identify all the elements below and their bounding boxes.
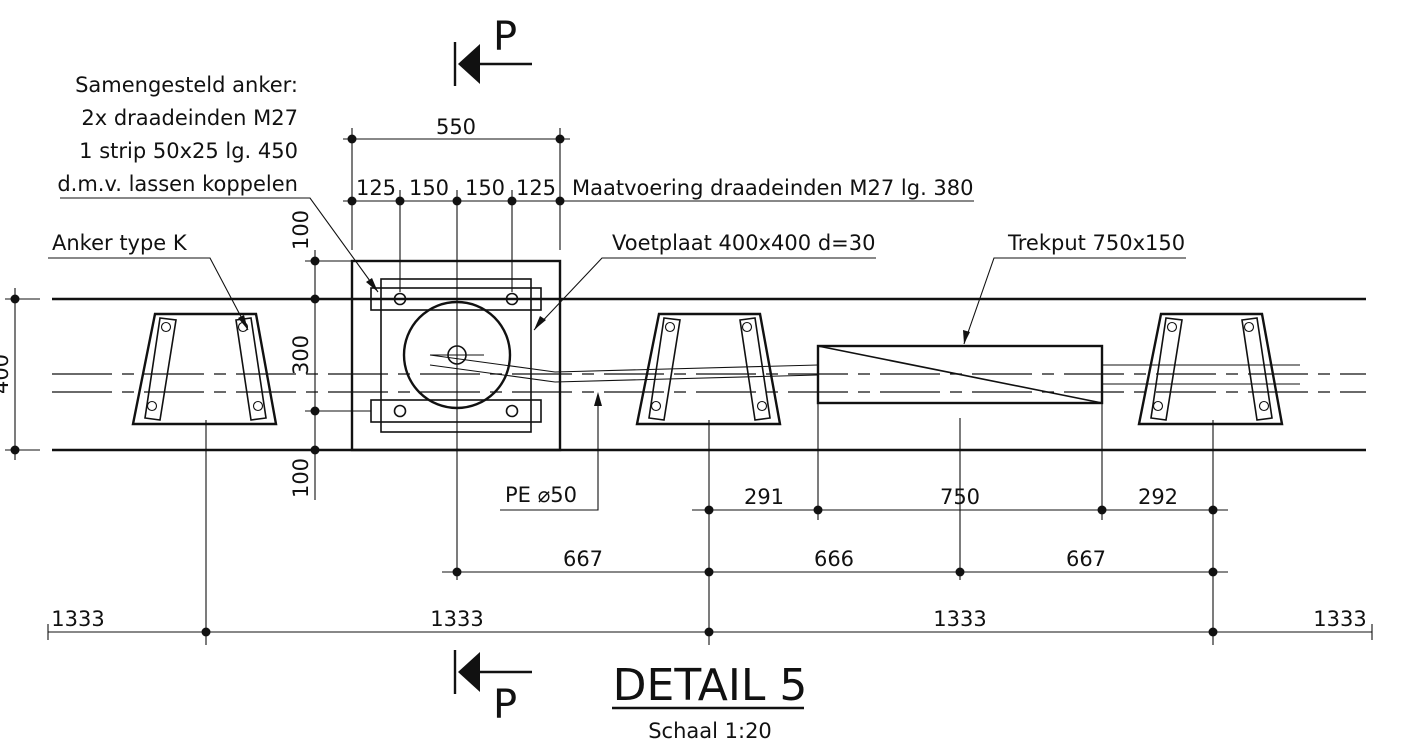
svg-text:d.m.v. lassen koppelen: d.m.v. lassen koppelen xyxy=(57,172,298,196)
svg-text:Trekput 750x150: Trekput 750x150 xyxy=(1007,231,1185,255)
section-marker-bottom: P xyxy=(453,650,532,728)
svg-text:PE ⌀50: PE ⌀50 xyxy=(505,483,577,507)
anchor-k-left xyxy=(131,312,278,426)
svg-text:667: 667 xyxy=(563,547,603,571)
section-label-bottom: P xyxy=(493,682,517,728)
svg-text:667: 667 xyxy=(1066,547,1106,571)
svg-text:1333: 1333 xyxy=(1313,607,1366,631)
svg-text:150: 150 xyxy=(409,176,449,200)
svg-text:750: 750 xyxy=(940,485,980,509)
note-footplate: Voetplaat 400x400 d=30 xyxy=(533,231,876,331)
svg-text:1333: 1333 xyxy=(51,607,104,631)
svg-text:400: 400 xyxy=(0,354,13,394)
detail-title-block: DETAIL 5 Schaal 1:20 xyxy=(612,660,807,742)
svg-text:100: 100 xyxy=(289,458,313,498)
svg-text:125: 125 xyxy=(356,176,396,200)
anchor-k-middle xyxy=(635,312,782,426)
dimension-row-1: 291 750 292 xyxy=(692,403,1228,580)
footplate xyxy=(350,259,562,452)
dimension-left-edge: 400 xyxy=(0,288,40,460)
dim-550-label: 550 xyxy=(436,115,476,139)
detail-title: DETAIL 5 xyxy=(613,660,808,711)
svg-text:666: 666 xyxy=(814,547,854,571)
note-pull-pit: Trekput 750x150 xyxy=(963,231,1186,345)
svg-text:100: 100 xyxy=(289,210,313,250)
svg-text:125: 125 xyxy=(516,176,556,200)
detail-scale: Schaal 1:20 xyxy=(648,719,772,742)
svg-text:292: 292 xyxy=(1138,485,1178,509)
svg-text:Samengesteld anker:: Samengesteld anker: xyxy=(75,73,298,97)
anchor-k-right xyxy=(1137,312,1284,426)
note-composite-anchor: Samengesteld anker: 2x draadeinden M27 1… xyxy=(57,73,379,293)
dimension-top-parts: 125 150 150 125 Maatvoering draadeinden … xyxy=(343,176,974,580)
center-lines xyxy=(52,354,1366,393)
svg-text:2x draadeinden M27: 2x draadeinden M27 xyxy=(81,106,298,130)
note-pipe: PE ⌀50 xyxy=(500,392,602,511)
threaded-ends-note: Maatvoering draadeinden M27 lg. 380 xyxy=(572,176,974,200)
svg-text:1333: 1333 xyxy=(933,607,986,631)
dimension-top-550: 550 xyxy=(343,115,570,250)
svg-text:1333: 1333 xyxy=(430,607,483,631)
svg-text:1 strip 50x25 lg. 450: 1 strip 50x25 lg. 450 xyxy=(79,139,298,163)
svg-text:Anker type K: Anker type K xyxy=(52,231,188,255)
dimension-row-3: 1333 1333 1333 1333 xyxy=(47,420,1373,645)
svg-text:291: 291 xyxy=(744,485,784,509)
pull-pit xyxy=(816,344,1104,405)
dimension-row-2: 667 666 667 xyxy=(442,547,1228,577)
section-label-top: P xyxy=(493,14,517,60)
note-anchor-type: Anker type K xyxy=(48,231,249,331)
svg-text:150: 150 xyxy=(465,176,505,200)
dimension-left-vertical: 100 300 100 xyxy=(289,210,371,500)
section-marker-top: P xyxy=(453,14,532,86)
svg-text:300: 300 xyxy=(289,335,313,375)
svg-text:Voetplaat 400x400 d=30: Voetplaat 400x400 d=30 xyxy=(612,231,875,255)
